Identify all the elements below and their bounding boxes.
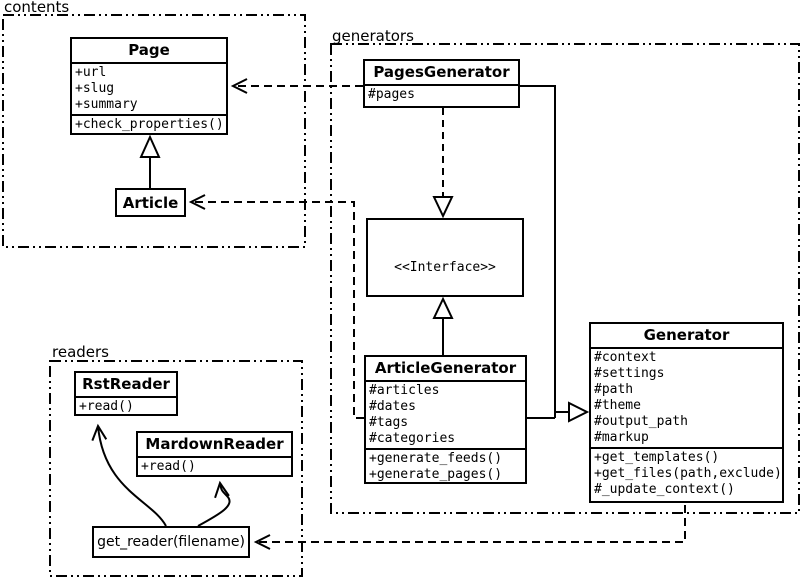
- realization-arrow-igenerator: [432, 196, 454, 219]
- generalization-arrow-igenerator: [432, 296, 454, 319]
- class-mardownreader: MardownReader +read(): [136, 431, 293, 477]
- class-pagesgenerator-attributes: #pages: [365, 84, 518, 104]
- edge-getreader-to-rstreader: [91, 423, 167, 527]
- edge-getreader-to-mardownreader: [197, 480, 231, 527]
- package-readers-border: [49, 360, 303, 577]
- attribute: #pages: [368, 87, 415, 102]
- class-articlegenerator-methods: +generate_feeds() +generate_pages(): [366, 448, 525, 482]
- generalization-arrow-generator: [568, 401, 590, 423]
- class-generator: Generator #context #settings #path #them…: [589, 322, 784, 503]
- method: #_update_context(): [594, 482, 735, 497]
- class-page-methods: +check_properties(): [72, 114, 226, 133]
- class-articlegenerator: ArticleGenerator #articles #dates #tags …: [364, 355, 527, 484]
- class-page-title: Page: [128, 41, 170, 59]
- package-label-generators: generators: [332, 27, 414, 45]
- method: +generate_feeds(): [369, 451, 503, 466]
- class-mardownreader-methods: +read(): [138, 456, 291, 475]
- package-generators-border: [330, 43, 800, 514]
- attribute: #path: [594, 382, 634, 397]
- edge-pagesgenerator-to-generator: [520, 85, 556, 418]
- attribute: #tags: [369, 415, 409, 430]
- class-igenerator: <<Interface>> IGenerator +generate_conte…: [366, 218, 524, 297]
- method: +generate_pages(): [369, 467, 503, 482]
- class-generator-methods: +get_templates() +get_files(path,exclude…: [591, 447, 782, 499]
- class-rstreader: RstReader +read(): [74, 371, 178, 416]
- method: +get_files(path,exclude): [594, 466, 782, 481]
- class-articlegenerator-title: ArticleGenerator: [374, 359, 517, 377]
- attribute: +url: [75, 65, 107, 80]
- edge-articlegenerator-to-article-dependency: [188, 194, 364, 419]
- attribute: #settings: [594, 366, 665, 381]
- class-article-title: Article: [122, 193, 179, 212]
- package-label-contents: contents: [4, 0, 70, 16]
- generalization-arrow-page: [139, 134, 161, 158]
- attribute: #categories: [369, 431, 456, 446]
- class-pagesgenerator-title: PagesGenerator: [373, 63, 510, 81]
- method: +read(): [79, 399, 134, 414]
- package-contents-border: [2, 14, 306, 248]
- class-rstreader-title: RstReader: [82, 375, 170, 393]
- function-get-reader-label: get_reader(filename): [97, 534, 245, 550]
- class-page: Page +url +slug +summary +check_properti…: [70, 37, 228, 135]
- attribute: #output_path: [594, 414, 688, 429]
- class-mardownreader-title: MardownReader: [145, 435, 284, 453]
- attribute: #context: [594, 350, 657, 365]
- edge-generator-to-getreader-dependency: [253, 505, 686, 550]
- method: +check_properties(): [75, 117, 224, 132]
- attribute: +slug: [75, 81, 115, 96]
- function-get-reader: get_reader(filename): [92, 526, 250, 558]
- class-generator-attributes: #context #settings #path #theme #output_…: [591, 347, 782, 447]
- class-igenerator-title: <<Interface>> IGenerator: [368, 220, 522, 295]
- attribute: #articles: [369, 383, 440, 398]
- class-article: Article: [115, 188, 186, 217]
- class-rstreader-methods: +read(): [76, 396, 176, 414]
- package-label-readers: readers: [52, 343, 109, 361]
- class-pagesgenerator: PagesGenerator #pages: [363, 59, 520, 108]
- class-articlegenerator-attributes: #articles #dates #tags #categories: [366, 380, 525, 448]
- class-igenerator-stereotype: <<Interface>>: [394, 260, 496, 275]
- attribute: #theme: [594, 398, 641, 413]
- attribute: #dates: [369, 399, 416, 414]
- class-page-attributes: +url +slug +summary: [72, 62, 226, 114]
- class-generator-title: Generator: [643, 326, 730, 344]
- attribute: #markup: [594, 430, 649, 445]
- attribute: +summary: [75, 97, 138, 112]
- method: +get_templates(): [594, 450, 720, 465]
- method: +read(): [141, 459, 196, 474]
